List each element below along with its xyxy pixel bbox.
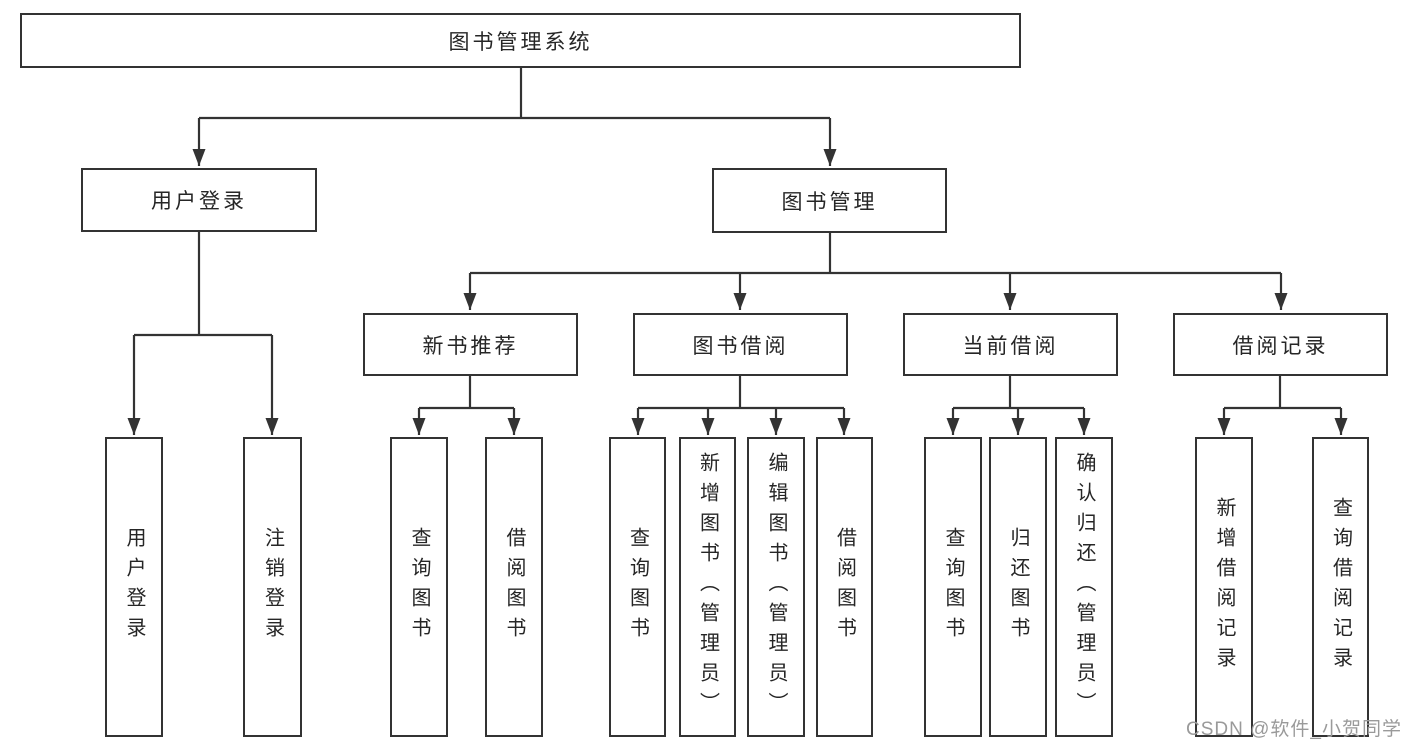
node-new-book-recommend: 新书推荐	[363, 313, 578, 376]
node-book-management: 图书管理	[712, 168, 947, 233]
node-new-book-recommend-label: 新书推荐	[422, 334, 519, 358]
leaf-borrow-books: 借阅图书	[816, 437, 873, 737]
leaf-add-books-admin-label: 新增图书（管理员）	[696, 452, 719, 722]
leaf-logout: 注销登录	[243, 437, 302, 737]
connector-root-branch	[192, 68, 837, 166]
connector-borrowing-records-branch	[1217, 376, 1348, 435]
leaf-query-books-borrowing: 查询图书	[609, 437, 666, 737]
node-current-borrowing: 当前借阅	[903, 313, 1118, 376]
node-borrowing-records-label: 借阅记录	[1232, 334, 1329, 358]
connector-book-borrowing-branch	[631, 376, 851, 435]
leaf-return-books: 归还图书	[989, 437, 1047, 737]
node-user-login: 用户登录	[81, 168, 317, 232]
node-root-system-label: 图书管理系统	[448, 30, 593, 54]
leaf-edit-books-admin-label: 编辑图书（管理员）	[765, 452, 787, 722]
leaf-logout-label: 注销登录	[261, 527, 284, 647]
leaf-add-borrow-record-label: 新增借阅记录	[1213, 497, 1235, 677]
leaf-confirm-return-admin: 确认归还（管理员）	[1055, 437, 1113, 737]
leaf-borrow-books-recommend: 借阅图书	[485, 437, 543, 737]
connector-new-book-branch	[412, 376, 521, 435]
leaf-user-login: 用户登录	[105, 437, 163, 737]
connector-book-management-branch	[463, 233, 1288, 310]
connector-current-borrowing-branch	[946, 376, 1091, 435]
leaf-return-books-label: 归还图书	[1007, 527, 1029, 647]
node-book-management-label: 图书管理	[781, 190, 878, 214]
node-book-borrowing-label: 图书借阅	[692, 334, 789, 358]
connector-user-login-branch	[127, 232, 279, 435]
leaf-query-books-current: 查询图书	[924, 437, 982, 737]
leaf-borrow-books-label: 借阅图书	[833, 527, 856, 647]
leaf-query-books-recommend-label: 查询图书	[408, 527, 430, 647]
node-current-borrowing-label: 当前借阅	[962, 334, 1059, 358]
leaf-query-borrow-record-label: 查询借阅记录	[1329, 497, 1352, 677]
node-book-borrowing: 图书借阅	[633, 313, 848, 376]
leaf-query-books-current-label: 查询图书	[942, 527, 964, 647]
leaf-add-borrow-record: 新增借阅记录	[1195, 437, 1253, 737]
leaf-query-borrow-record: 查询借阅记录	[1312, 437, 1369, 737]
leaf-query-books-recommend: 查询图书	[390, 437, 448, 737]
leaf-confirm-return-admin-label: 确认归还（管理员）	[1073, 452, 1095, 722]
node-borrowing-records: 借阅记录	[1173, 313, 1388, 376]
node-root-system: 图书管理系统	[20, 13, 1021, 68]
leaf-add-books-admin: 新增图书（管理员）	[679, 437, 736, 737]
csdn-watermark: CSDN @软件_小贺同学	[1186, 719, 1402, 740]
leaf-borrow-books-recommend-label: 借阅图书	[503, 527, 525, 647]
leaf-user-login-label: 用户登录	[123, 527, 145, 647]
leaf-query-books-borrowing-label: 查询图书	[626, 527, 649, 647]
node-user-login-label: 用户登录	[151, 190, 247, 213]
leaf-edit-books-admin: 编辑图书（管理员）	[747, 437, 805, 737]
